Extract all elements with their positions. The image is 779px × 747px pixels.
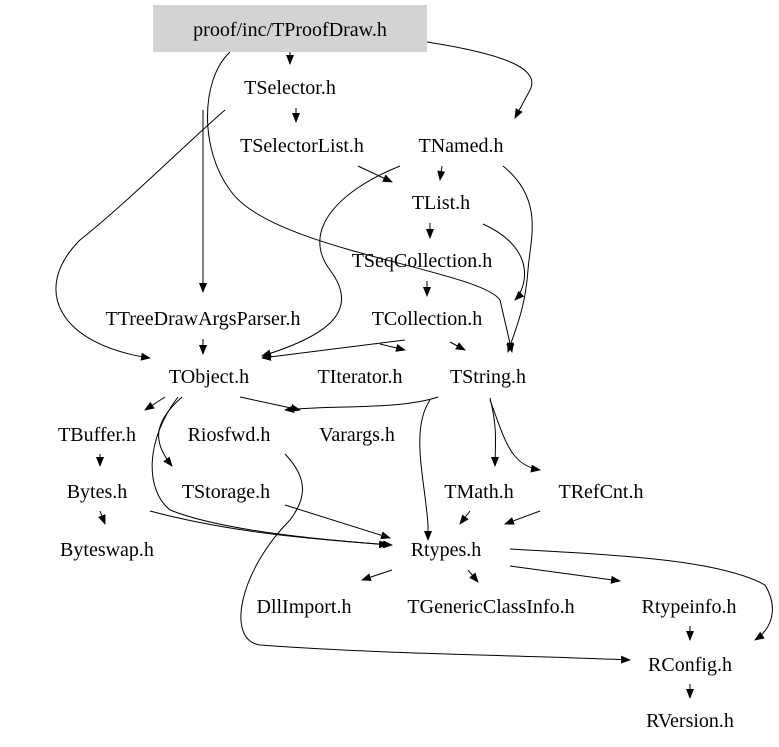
edge (151, 396, 393, 549)
node-varargs[interactable]: Varargs.h (319, 424, 395, 446)
edge (207, 51, 514, 353)
node-rconfig[interactable]: RConfig.h (648, 654, 732, 676)
edge (482, 223, 526, 301)
node-tselectorlist[interactable]: TSelectorList.h (240, 135, 364, 157)
edge (379, 343, 406, 352)
edge (509, 548, 773, 641)
edge (509, 565, 621, 584)
node-tmath[interactable]: TMath.h (444, 481, 513, 503)
edge (158, 396, 183, 467)
node-dllimport[interactable]: DllImport.h (257, 596, 352, 618)
edge (459, 510, 471, 525)
node-tstorage[interactable]: TStorage.h (182, 481, 270, 503)
edge (467, 569, 479, 583)
node-byteswap[interactable]: Byteswap.h (60, 539, 154, 561)
node-rtypeinfo[interactable]: Rtypeinfo.h (642, 596, 737, 618)
edge (144, 396, 166, 411)
node-tlist[interactable]: TList.h (412, 192, 470, 214)
edge (419, 399, 432, 541)
edge (261, 165, 401, 358)
edge (239, 396, 301, 413)
root-node[interactable]: proof/inc/TProofDraw.h (193, 19, 387, 41)
edge (361, 569, 393, 581)
node-rversion[interactable]: RVersion.h (646, 710, 734, 732)
edge (284, 504, 391, 540)
edge (261, 339, 406, 361)
node-tnamed[interactable]: TNamed.h (419, 135, 504, 157)
edge (489, 399, 541, 473)
edge (149, 510, 389, 549)
edge (502, 165, 533, 353)
root-node-box[interactable] (153, 5, 427, 52)
node-tobject[interactable]: TObject.h (169, 366, 249, 388)
node-tgenericclassinfo[interactable]: TGenericClassInfo.h (407, 596, 574, 618)
node-trefcnt[interactable]: TRefCnt.h (559, 481, 644, 503)
edge (437, 165, 446, 181)
edges (55, 41, 773, 699)
node-riosfwd[interactable]: Riosfwd.h (188, 424, 271, 446)
edge (55, 109, 226, 361)
node-tseqcollection[interactable]: TSeqCollection.h (352, 250, 493, 272)
edge (426, 41, 533, 119)
node-rtypes[interactable]: Rtypes.h (411, 539, 482, 561)
edge (284, 396, 439, 413)
edge (504, 510, 541, 525)
edge (240, 453, 631, 664)
edge (98, 510, 106, 525)
node-tstring[interactable]: TString.h (450, 366, 526, 388)
node-ttreedrawargsparser[interactable]: TTreeDrawArgsParser.h (106, 308, 301, 330)
node-tbuffer[interactable]: TBuffer.h (58, 424, 136, 446)
node-bytes[interactable]: Bytes.h (67, 481, 128, 503)
edge (357, 165, 393, 183)
node-tcollection[interactable]: TCollection.h (372, 308, 483, 330)
edge (449, 341, 466, 351)
node-tselector[interactable]: TSelector.h (244, 77, 336, 99)
node-titerator[interactable]: TIterator.h (318, 366, 403, 388)
